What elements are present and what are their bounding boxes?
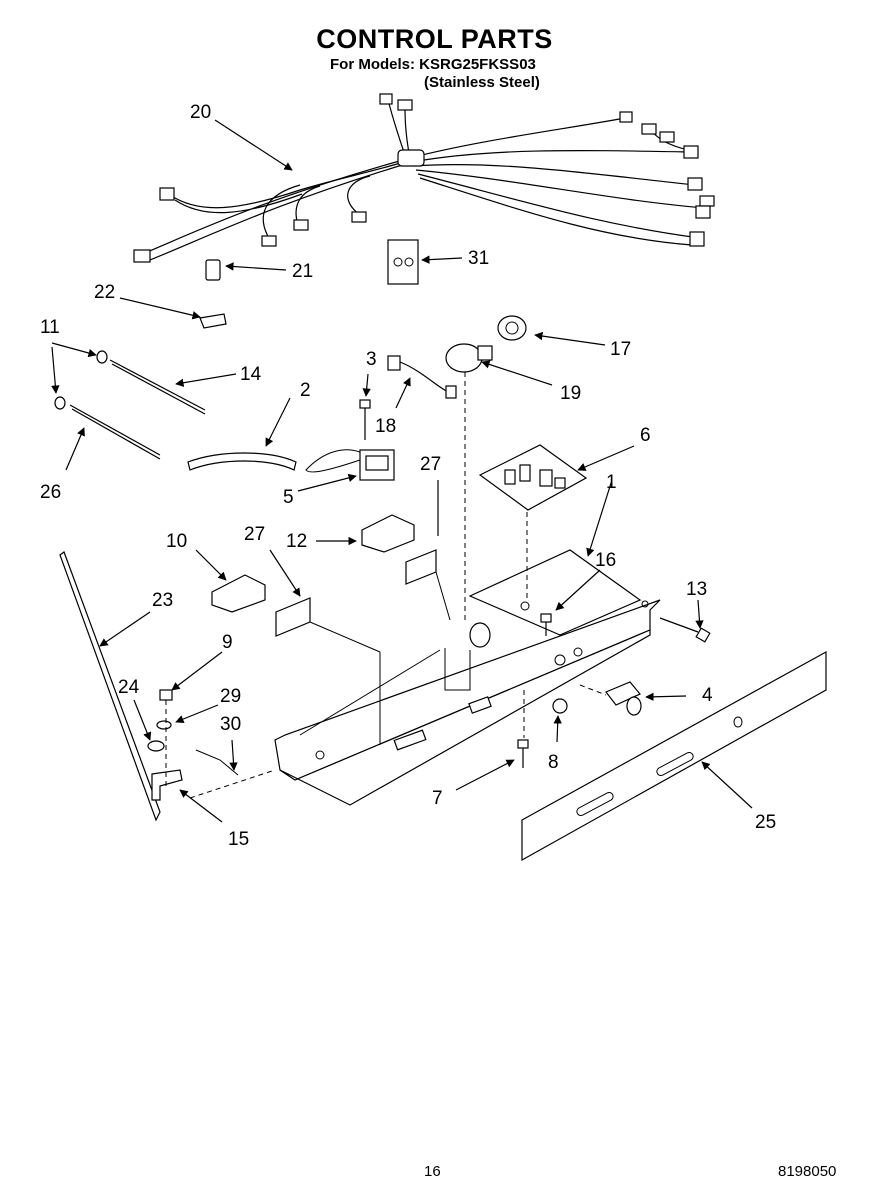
part-1-control-housing — [274, 549, 661, 806]
callout-9: 9 — [222, 632, 233, 653]
part-13-screw — [659, 617, 711, 643]
wire-harness-drawing — [133, 93, 715, 263]
models-line: For Models: KSRG25FKSS03 — [330, 56, 536, 73]
callout-15: 15 — [228, 829, 249, 850]
assembly-lines — [165, 372, 607, 799]
callout-26: 26 — [40, 482, 61, 503]
part-9-screw — [159, 689, 173, 701]
callout-27-left: 27 — [244, 524, 265, 545]
part-5-sensor-bracket — [305, 449, 395, 481]
part-19-bulb — [445, 343, 493, 373]
part-23-bar — [59, 551, 161, 822]
callout-12: 12 — [286, 531, 307, 552]
callout-1: 1 — [606, 472, 617, 493]
callout-4: 4 — [702, 685, 713, 706]
callout-numbers: 20 21 31 22 11 14 2 3 18 17 19 26 5 6 27… — [40, 102, 776, 850]
part-4-switch — [605, 681, 642, 716]
callout-13: 13 — [686, 579, 707, 600]
callout-3: 3 — [366, 349, 377, 370]
part-15-hinge — [151, 769, 183, 801]
callout-2: 2 — [300, 380, 311, 401]
callout-17: 17 — [610, 339, 631, 360]
shafts-and-washers — [54, 350, 206, 460]
part-7-screw — [517, 739, 529, 768]
callout-8: 8 — [548, 752, 559, 773]
part-17-socket — [497, 315, 527, 341]
callout-18: 18 — [375, 416, 396, 437]
callout-22: 22 — [94, 282, 115, 303]
callout-30: 30 — [220, 714, 241, 735]
part-27-label-right — [405, 549, 437, 585]
callout-25: 25 — [755, 812, 776, 833]
part-24-washer — [147, 740, 165, 752]
part-12-bracket — [361, 514, 415, 553]
part-10-bracket — [211, 574, 266, 613]
part-21-clip — [205, 259, 221, 281]
part-18-connector — [387, 355, 457, 399]
leader-arrows — [51, 119, 753, 823]
callout-23: 23 — [152, 590, 173, 611]
page-title: CONTROL PARTS — [316, 24, 553, 54]
callout-19: 19 — [560, 383, 581, 404]
callout-31: 31 — [468, 248, 489, 269]
part-22-clip — [199, 313, 227, 329]
finish-line: (Stainless Steel) — [424, 74, 540, 91]
callout-16: 16 — [595, 550, 616, 571]
document-number: 8198050 — [778, 1163, 837, 1180]
callout-7: 7 — [432, 788, 443, 809]
part-8-plug — [552, 698, 568, 714]
callout-20: 20 — [190, 102, 211, 123]
callout-27-right: 27 — [420, 454, 441, 475]
part-27-label-left — [275, 597, 311, 637]
callout-10: 10 — [166, 531, 187, 552]
callout-5: 5 — [283, 487, 294, 508]
callout-11: 11 — [40, 317, 60, 338]
part-30-wire — [195, 749, 239, 776]
part-16-screw — [540, 613, 552, 636]
page-number: 16 — [424, 1163, 441, 1180]
callout-29: 29 — [220, 686, 241, 707]
callout-6: 6 — [640, 425, 651, 446]
part-25-panel — [521, 650, 827, 862]
callout-21: 21 — [292, 261, 313, 282]
callout-14: 14 — [240, 364, 262, 385]
part-3-screw — [359, 399, 371, 440]
part-6-control-board — [478, 444, 588, 511]
part-29-washer — [156, 720, 172, 730]
callout-24: 24 — [118, 677, 140, 698]
part-2-tube — [187, 452, 297, 471]
